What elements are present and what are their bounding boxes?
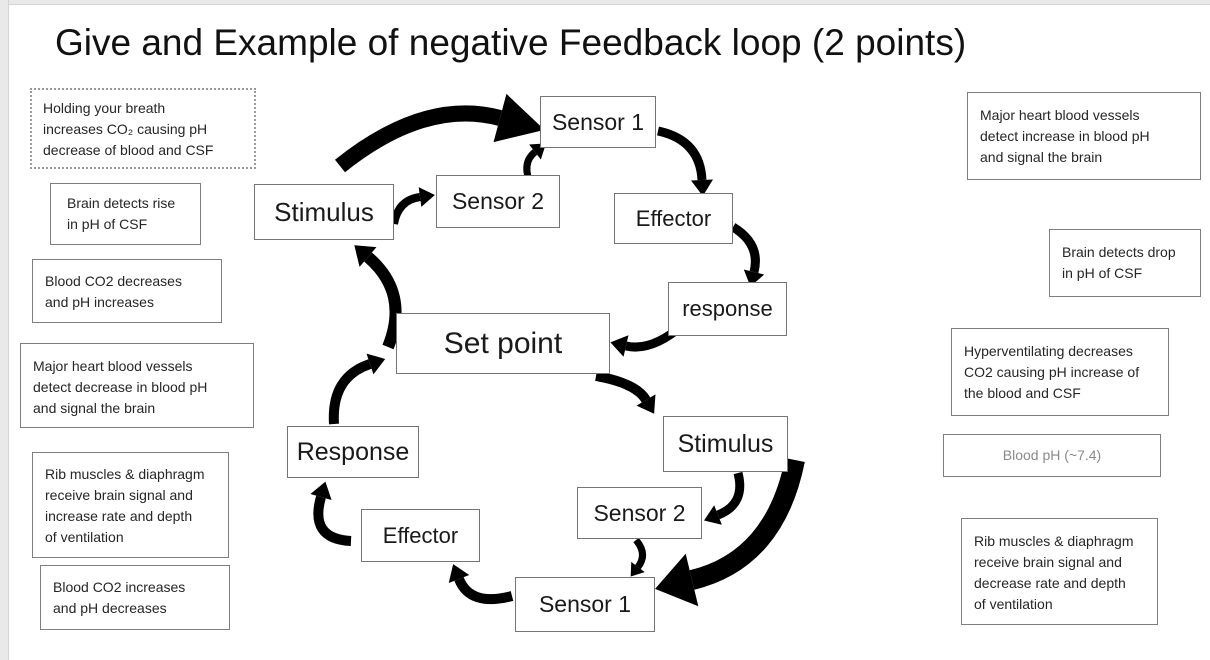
note-blood-co2-decreases[interactable]: Blood CO2 decreases and pH increases — [32, 259, 222, 323]
note-brain-detects-drop[interactable]: Brain detects drop in pH of CSF — [1049, 229, 1201, 297]
slide-title[interactable]: Give and Example of negative Feedback lo… — [55, 22, 967, 63]
node-set-point[interactable]: Set point — [396, 313, 610, 374]
note-vessels-detect-increase[interactable]: Major heart blood vessels detect increas… — [967, 92, 1201, 180]
node-stimulus-right[interactable]: Stimulus — [663, 416, 788, 472]
note-blood-ph[interactable]: Blood pH (~7.4) — [943, 434, 1161, 477]
node-sensor2-top[interactable]: Sensor 2 — [436, 175, 560, 228]
note-holding-breath[interactable]: Holding your breath increases CO₂ causin… — [30, 88, 256, 169]
node-stimulus-top[interactable]: Stimulus — [254, 184, 394, 240]
window-left-edge — [0, 0, 9, 660]
window-top-edge — [0, 0, 1210, 5]
node-response-small[interactable]: response — [668, 282, 787, 336]
node-response-big[interactable]: Response — [287, 426, 419, 478]
arrow-response-big-to-set-point[interactable] — [328, 353, 386, 425]
note-hyperventilating[interactable]: Hyperventilating decreases CO2 causing p… — [951, 328, 1169, 416]
arrow-sensor2-bottom-to-sensor1-bottom[interactable] — [630, 537, 646, 577]
node-effector-top[interactable]: Effector — [614, 193, 733, 244]
arrow-set-point-to-stimulus-right[interactable] — [595, 371, 656, 414]
arrow-sensor1-top-to-effector-top[interactable] — [656, 126, 713, 196]
note-blood-co2-increases[interactable]: Blood CO2 increases and pH decreases — [40, 565, 230, 630]
note-rib-muscles-increase[interactable]: Rib muscles & diaphragm receive brain si… — [32, 452, 229, 558]
arrow-stimulus-top-to-sensor2-top[interactable] — [390, 187, 435, 225]
node-effector-bottom[interactable]: Effector — [361, 509, 480, 562]
node-sensor1-top[interactable]: Sensor 1 — [540, 96, 656, 148]
note-vessels-detect-decrease[interactable]: Major heart blood vessels detect decreas… — [20, 343, 254, 428]
arrow-sensor1-bottom-to-effector-bottom[interactable] — [448, 564, 514, 604]
note-rib-muscles-decrease[interactable]: Rib muscles & diaphragm receive brain si… — [961, 518, 1158, 625]
arrow-stimulus-right-to-sensor2-bottom[interactable] — [704, 471, 745, 525]
arrow-stimulus-top-to-sensor1-top[interactable] — [335, 93, 545, 173]
arrow-stimulus-right-to-sensor1-bottom[interactable] — [655, 457, 805, 607]
arrow-set-point-to-stimulus-top[interactable] — [354, 245, 402, 350]
arrow-effector-top-to-response-small[interactable] — [730, 223, 765, 287]
node-sensor1-bottom[interactable]: Sensor 1 — [515, 577, 655, 632]
arrow-effector-bottom-to-response-big[interactable] — [310, 481, 352, 546]
node-sensor2-bottom[interactable]: Sensor 2 — [577, 487, 702, 539]
note-brain-detects-rise[interactable]: Brain detects rise in pH of CSF — [50, 183, 201, 245]
